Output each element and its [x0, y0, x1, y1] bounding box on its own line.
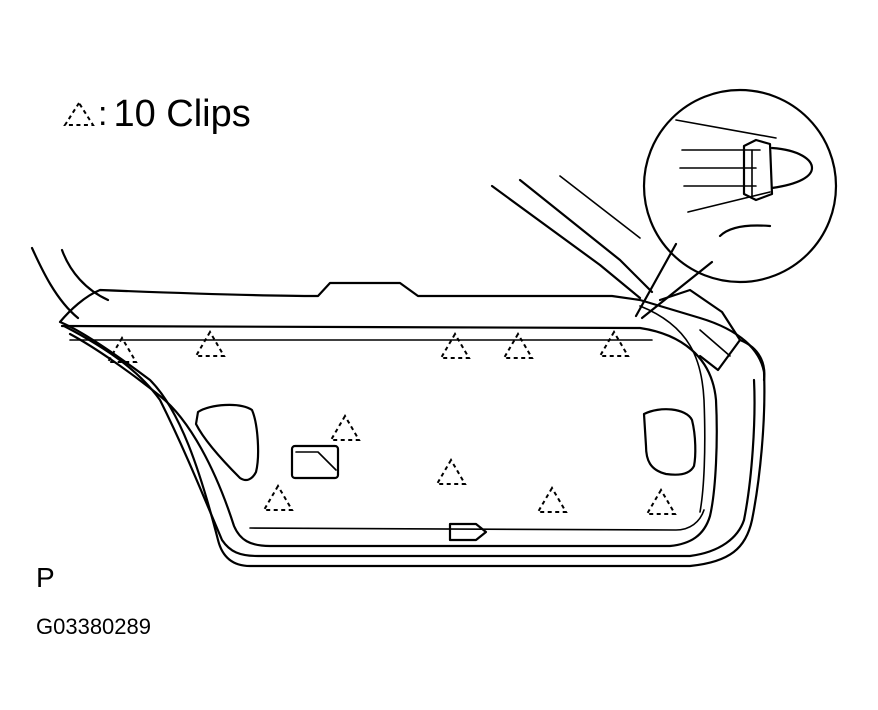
back-door-inner-outline [62, 324, 756, 558]
clip-marker [194, 330, 226, 357]
clip-marker [645, 488, 677, 515]
clip-marker [598, 330, 630, 357]
legend: : 10 Clips [62, 92, 251, 136]
legend-label: 10 Clips [113, 93, 251, 135]
clip-marker [536, 486, 568, 513]
clip-marker [439, 332, 471, 359]
back-door-outer-outline [58, 281, 766, 568]
trim-panel-outline [60, 324, 718, 548]
right-weatherstrip [658, 288, 766, 382]
clip-marker [262, 484, 294, 511]
trim-upper-lines [69, 305, 706, 513]
legend-separator: : [98, 95, 108, 133]
left-trim-opening [194, 403, 260, 482]
clip-detail-callout [634, 88, 838, 320]
dashed-triangle-icon [63, 101, 95, 126]
door-handle-cover [290, 444, 340, 480]
body-side-outline [30, 246, 110, 320]
clip-marker [502, 332, 534, 359]
clip-markers [106, 330, 677, 515]
clip-marker [329, 414, 361, 441]
window-frame [490, 175, 654, 300]
figure-id: G03380289 [36, 614, 151, 639]
right-trim-opening [642, 408, 697, 476]
lower-clip-tab [448, 522, 488, 542]
clip-marker [435, 458, 467, 485]
view-code: P [36, 562, 55, 593]
trim-lower-strip [249, 509, 705, 531]
clip-marker [106, 336, 138, 363]
